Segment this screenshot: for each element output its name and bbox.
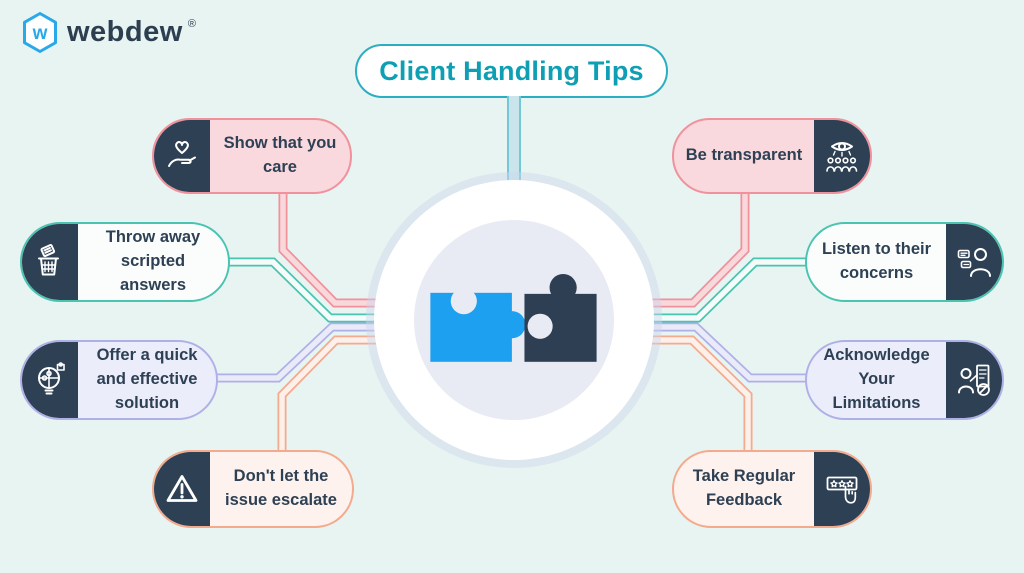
tip-label: Acknowledge Your Limitations bbox=[823, 346, 930, 412]
person-checklist-icon bbox=[946, 342, 1002, 418]
eye-over-people-icon bbox=[814, 120, 870, 192]
tip-label: Don't let the issue escalate bbox=[225, 467, 337, 509]
tip-label: Be transparent bbox=[685, 146, 803, 165]
tip-dont-let-issue-escalate: Don't let the issue escalate bbox=[152, 450, 354, 528]
brand-name: webdew bbox=[67, 16, 183, 48]
person-chat-icon bbox=[946, 224, 1002, 300]
tip-listen-to-their-concerns: Listen to their concerns bbox=[805, 222, 1004, 302]
puzzle-pieces-icon bbox=[430, 274, 597, 362]
center-inner-circle bbox=[414, 220, 614, 420]
tip-label: Throw away scripted answers bbox=[105, 228, 201, 294]
tip-be-transparent: Be transparent bbox=[672, 118, 872, 194]
webdew-logo: w webdew ® bbox=[20, 11, 198, 54]
center-circle bbox=[374, 180, 654, 460]
svg-text:w: w bbox=[32, 23, 48, 44]
page-title: Client Handling Tips bbox=[379, 55, 644, 86]
tip-label: Listen to their concerns bbox=[821, 240, 932, 282]
registered-trademark: ® bbox=[187, 17, 196, 30]
tip-take-regular-feedback: Take Regular Feedback bbox=[672, 450, 872, 528]
star-rating-hand-icon bbox=[814, 452, 870, 526]
tip-throw-away-scripted-answers: Throw away scripted answers bbox=[20, 222, 230, 302]
title-box: Client Handling Tips bbox=[355, 44, 668, 98]
tip-offer-quick-effective-solution: Offer a quick and effective solution bbox=[20, 340, 218, 420]
tip-label: Show that you care bbox=[223, 134, 337, 176]
tip-acknowledge-your-limitations: Acknowledge Your Limitations bbox=[805, 340, 1004, 420]
warning-triangle-icon bbox=[154, 452, 210, 526]
heart-in-hand-icon bbox=[154, 120, 210, 192]
tip-label: Take Regular Feedback bbox=[692, 467, 796, 509]
trash-bin-icon bbox=[22, 224, 78, 300]
title-connector bbox=[507, 96, 521, 192]
tip-label: Offer a quick and effective solution bbox=[96, 346, 198, 412]
bulb-puzzle-icon bbox=[22, 342, 78, 418]
tip-show-that-you-care: Show that you care bbox=[152, 118, 352, 194]
webdew-hexagon-icon: w bbox=[23, 12, 57, 53]
